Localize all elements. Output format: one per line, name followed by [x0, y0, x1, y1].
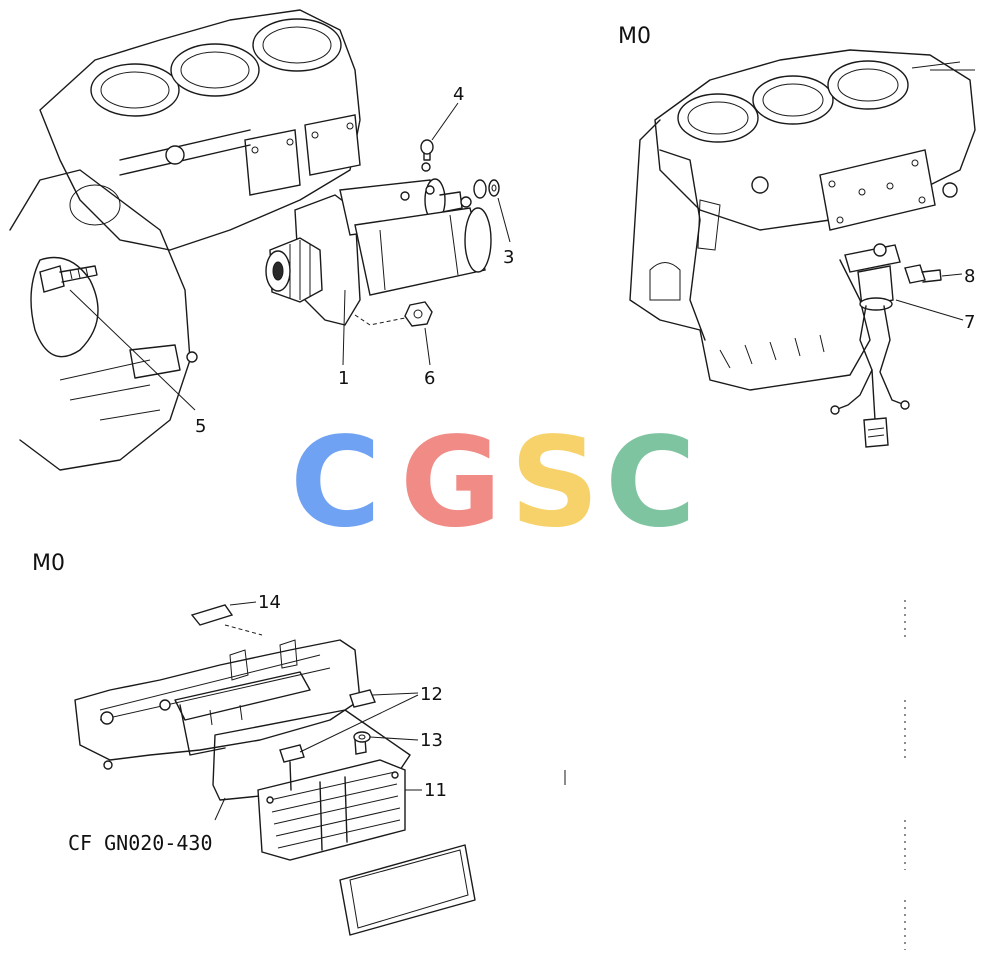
callout-6: 6 — [424, 368, 435, 389]
callout-7: 7 — [964, 312, 975, 333]
callout-13: 13 — [420, 730, 443, 751]
callout-4: 4 — [453, 84, 464, 105]
leaders-top-left — [69, 102, 511, 411]
callout-8: 8 — [964, 266, 975, 287]
engine-block-right — [629, 49, 976, 391]
leaders-top-right — [895, 273, 964, 321]
section-code-bottom-left: M0 — [32, 551, 65, 576]
leaders-bottom-left — [214, 601, 422, 821]
callout-3: 3 — [503, 247, 514, 268]
sensor-harness — [830, 243, 942, 448]
cover-assembly — [74, 604, 476, 936]
callout-1: 1 — [338, 368, 349, 389]
watermark: C G S C — [290, 411, 696, 555]
reference-note: CF GN020-430 — [68, 831, 213, 855]
callout-11: 11 — [424, 780, 447, 801]
watermark-letter-4: C — [605, 411, 696, 555]
watermark-letter-2: G — [400, 411, 502, 555]
starter-motor — [265, 178, 492, 326]
fasteners-top-left — [354, 139, 500, 327]
callout-5: 5 — [195, 416, 206, 437]
scan-marks — [564, 600, 906, 950]
watermark-letter-3: S — [510, 411, 599, 555]
section-code-top-right: M0 — [618, 24, 651, 49]
callout-12: 12 — [420, 684, 443, 705]
engine-block-left — [9, 9, 361, 471]
watermark-letter-1: C — [290, 411, 381, 555]
callout-14: 14 — [258, 592, 281, 613]
